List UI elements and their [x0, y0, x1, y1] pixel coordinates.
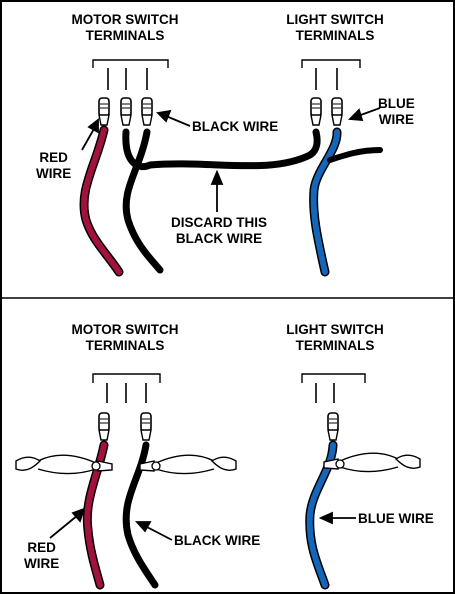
connector-light-left-top: [310, 97, 322, 126]
label-line: RED: [39, 150, 68, 165]
connector-black-top: [141, 97, 153, 126]
arrow-discard-top: [210, 169, 224, 212]
black-wire-label-top: BLACK WIRE: [192, 119, 278, 135]
red-wire-top: [81, 127, 122, 275]
label-line: BLACK WIRE: [175, 231, 263, 246]
blue-wire-label-bottom: BLUE WIRE: [358, 511, 434, 527]
heading-line: TERMINALS: [295, 338, 375, 353]
connector-blue-top: [331, 97, 343, 126]
label-line: RED: [27, 540, 56, 555]
spare-black-wire-end: [327, 147, 383, 163]
black-wire-top: [122, 128, 164, 274]
label-line: WIRE: [36, 166, 72, 181]
light-switch-heading-bottom: LIGHT SWITCH TERMINALS: [270, 322, 400, 354]
arrow-red-wire-top: [81, 118, 99, 151]
arrow-red-wire-bottom: [49, 507, 86, 539]
wire-cutter-middle: [139, 454, 237, 475]
connector-black-bottom: [140, 412, 152, 441]
arrow-black-wire-top: [156, 109, 191, 127]
light-switch-heading-top: LIGHT SWITCH TERMINALS: [270, 12, 400, 44]
arrow-blue-wire-bottom: [318, 511, 356, 525]
heading-line: LIGHT SWITCH: [286, 12, 384, 27]
label-text: BLACK WIRE: [192, 119, 279, 134]
connector-red-top: [98, 97, 110, 126]
arrow-black-wire-bottom: [134, 521, 173, 541]
wire-cutter-right: [323, 452, 421, 473]
discard-label-top: DISCARD THIS BLACK WIRE: [160, 215, 278, 247]
black-wire-label-bottom: BLACK WIRE: [174, 533, 260, 549]
label-line: BLUE: [378, 96, 415, 111]
black-wire-bottom: [122, 441, 159, 589]
motor-switch-terminal-block-bottom: [92, 373, 161, 383]
light-switch-terminal-block: [301, 59, 361, 68]
blue-wire-top: [310, 129, 340, 275]
heading-line: LIGHT SWITCH: [286, 322, 384, 337]
motor-switch-terminal-block: [92, 59, 169, 68]
label-text: BLACK WIRE: [174, 533, 261, 548]
heading-line: MOTOR SWITCH: [71, 12, 179, 27]
blue-wire-label-top: BLUE WIRE: [378, 96, 415, 128]
light-switch-terminal-block-bottom: [301, 373, 366, 383]
red-wire-label-bottom: RED WIRE: [24, 540, 59, 572]
connector-mid-top: [120, 97, 132, 126]
connector-red-bottom: [98, 412, 110, 441]
label-line: WIRE: [24, 556, 60, 571]
label-text: BLUE WIRE: [358, 511, 434, 526]
motor-switch-heading-top: MOTOR SWITCH TERMINALS: [60, 12, 190, 44]
label-line: WIRE: [378, 112, 414, 127]
arrow-blue-wire-top: [347, 107, 381, 122]
motor-switch-heading-bottom: MOTOR SWITCH TERMINALS: [60, 322, 190, 354]
heading-line: TERMINALS: [85, 338, 165, 353]
connector-blue-bottom: [327, 412, 339, 441]
discard-black-wire: [122, 128, 321, 171]
label-line: DISCARD THIS: [170, 215, 267, 230]
heading-line: MOTOR SWITCH: [71, 322, 179, 337]
heading-line: TERMINALS: [85, 28, 165, 43]
heading-line: TERMINALS: [295, 28, 375, 43]
red-wire-label-top: RED WIRE: [36, 150, 71, 182]
wire-cutter-left: [15, 454, 113, 475]
